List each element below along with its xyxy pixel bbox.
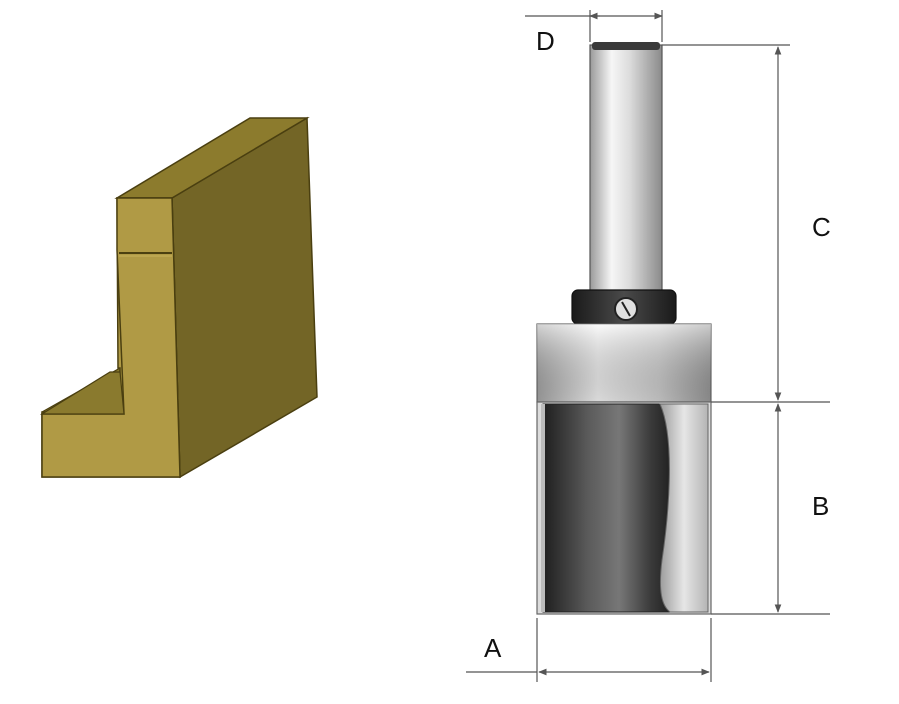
dim-label-a: A <box>484 633 502 663</box>
workpiece-icon <box>39 116 318 479</box>
cutter-flute-dark <box>542 403 672 613</box>
shank <box>589 44 663 294</box>
dimension-lines <box>466 10 830 682</box>
dim-label-b: B <box>812 491 830 521</box>
dim-label-d: D <box>536 26 555 56</box>
cutter-flute-light <box>659 403 709 613</box>
workpiece-ledge-top <box>39 371 125 415</box>
workpiece-front-l <box>41 197 181 478</box>
dim-label-c: C <box>812 212 831 242</box>
shank-top-bevel <box>592 42 660 50</box>
router-bit-icon <box>536 42 712 615</box>
